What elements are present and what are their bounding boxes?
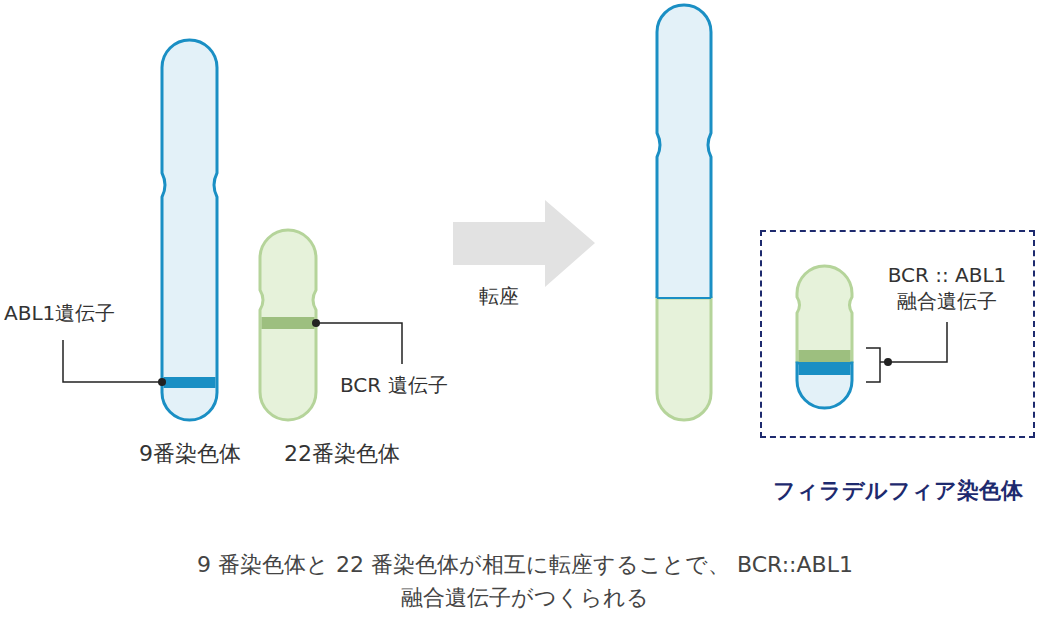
chromosome-22 <box>260 230 316 420</box>
text-label: ABL1遺伝子 <box>4 300 115 326</box>
leader-dot <box>312 319 320 327</box>
text-label: 22番染色体 <box>284 440 400 469</box>
translocation-arrow <box>453 200 595 287</box>
leader-line <box>63 340 162 382</box>
text-label: 9番染色体 <box>139 440 241 469</box>
frame-heading: フィラデルフィア染色体 <box>773 476 1023 506</box>
bcr-band <box>262 317 315 329</box>
text-label: BCR 遺伝子 <box>340 372 448 398</box>
text-label: 転座 <box>479 283 519 309</box>
breakpoint-line <box>657 297 711 299</box>
leader-line <box>316 323 402 364</box>
leader-line <box>880 322 947 362</box>
bracket <box>866 348 880 382</box>
leader-dot <box>158 378 166 386</box>
derivative-chromosome-9 <box>657 5 711 298</box>
derivative-chromosome-9 <box>657 298 711 420</box>
leader-dot <box>884 358 892 366</box>
dashed-frame: フィラデルフィア染色体 <box>760 230 1035 438</box>
abl1-band <box>799 362 851 375</box>
philadelphia-chromosome <box>797 266 852 363</box>
caption: 9 番染色体と 22 番染色体が相互に転座することで、 BCR::ABL1 融合… <box>195 548 855 614</box>
chromosome-9 <box>162 40 217 420</box>
bcr-band <box>799 350 851 362</box>
philadelphia-chromosome <box>797 363 852 408</box>
abl1-band <box>164 377 216 388</box>
text-label: BCR :: ABL1 融合遺伝子 <box>867 262 1027 314</box>
